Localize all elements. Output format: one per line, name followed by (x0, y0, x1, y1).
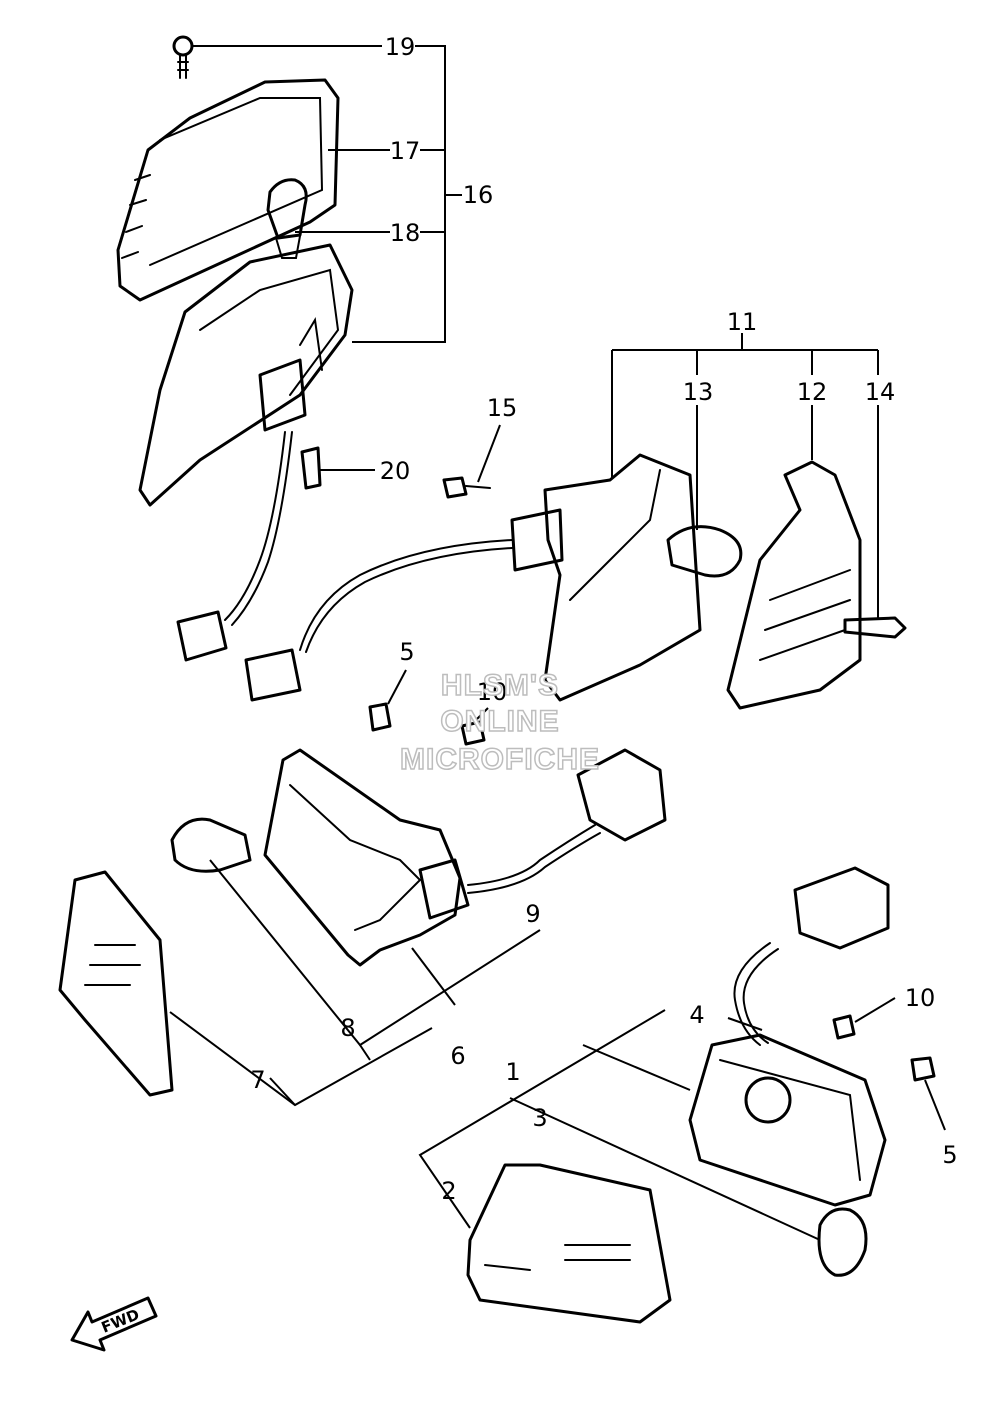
fwd-direction-arrow: FWD (70, 1296, 158, 1352)
callout-12: 12 (797, 378, 828, 406)
upper-left-wire-and-connector (176, 431, 293, 662)
callout-19: 19 (385, 33, 416, 61)
middle-bulb-8 (170, 817, 252, 873)
callout-16: 16 (463, 181, 494, 209)
upper-right-flasher-housing (510, 453, 702, 702)
callout-6: 6 (450, 1042, 465, 1070)
upper-screw-19 (172, 35, 194, 79)
callout-3: 3 (532, 1104, 547, 1132)
callout-2: 2 (441, 1177, 456, 1205)
callout-10: 10 (905, 984, 936, 1012)
callout-15: 15 (487, 394, 518, 422)
lower-right-wire-and-connector (733, 866, 890, 1046)
watermark-line-3: MICROFICHE (400, 743, 600, 776)
callout-11: 11 (727, 308, 758, 336)
callout-13: 13 (683, 378, 714, 406)
callout-10-middle: 10 (477, 678, 508, 706)
middle-wire-and-connector (467, 748, 667, 894)
lower-lens-2 (466, 1163, 672, 1324)
callout-18: 18 (390, 219, 421, 247)
upper-left-flasher-lens (116, 78, 340, 302)
screw-14 (843, 616, 907, 639)
callout-8: 8 (340, 1014, 355, 1042)
callout-5-lower: 5 (942, 1141, 957, 1169)
callout-9: 9 (525, 900, 540, 928)
upper-right-wire-and-connector (244, 539, 513, 702)
lower-bulb-3 (817, 1207, 868, 1277)
callout-20: 20 (380, 457, 411, 485)
middle-lens-7 (58, 870, 174, 1097)
leader-lines (169, 45, 946, 1241)
upper-right-bulb-13 (666, 525, 743, 578)
callout-labels: 19 17 16 18 20 11 13 12 14 15 5 10 9 8 6… (250, 33, 957, 1205)
callout-5-middle: 5 (399, 638, 414, 666)
screw-20 (300, 446, 322, 490)
watermark-line-1: HLSM'S (441, 669, 559, 702)
screw-15 (442, 476, 491, 499)
callout-7: 7 (250, 1066, 265, 1094)
screw-5-lower (910, 1056, 936, 1082)
lower-right-flasher-housing (688, 1033, 887, 1207)
screw-10-middle (460, 720, 486, 746)
upper-bulb (266, 178, 308, 259)
upper-right-lens-12 (726, 460, 862, 710)
middle-flasher-housing (263, 748, 470, 967)
watermark: HLSM'S ONLINE MICROFICHE (399, 668, 600, 777)
callout-17: 17 (390, 137, 421, 165)
screw-10 (832, 1014, 856, 1040)
upper-flasher-housing (138, 243, 354, 507)
callout-1: 1 (505, 1058, 520, 1086)
callout-4: 4 (689, 1001, 704, 1029)
callout-14: 14 (865, 378, 896, 406)
watermark-line-2: ONLINE (440, 705, 559, 738)
screw-5-middle (368, 702, 392, 732)
